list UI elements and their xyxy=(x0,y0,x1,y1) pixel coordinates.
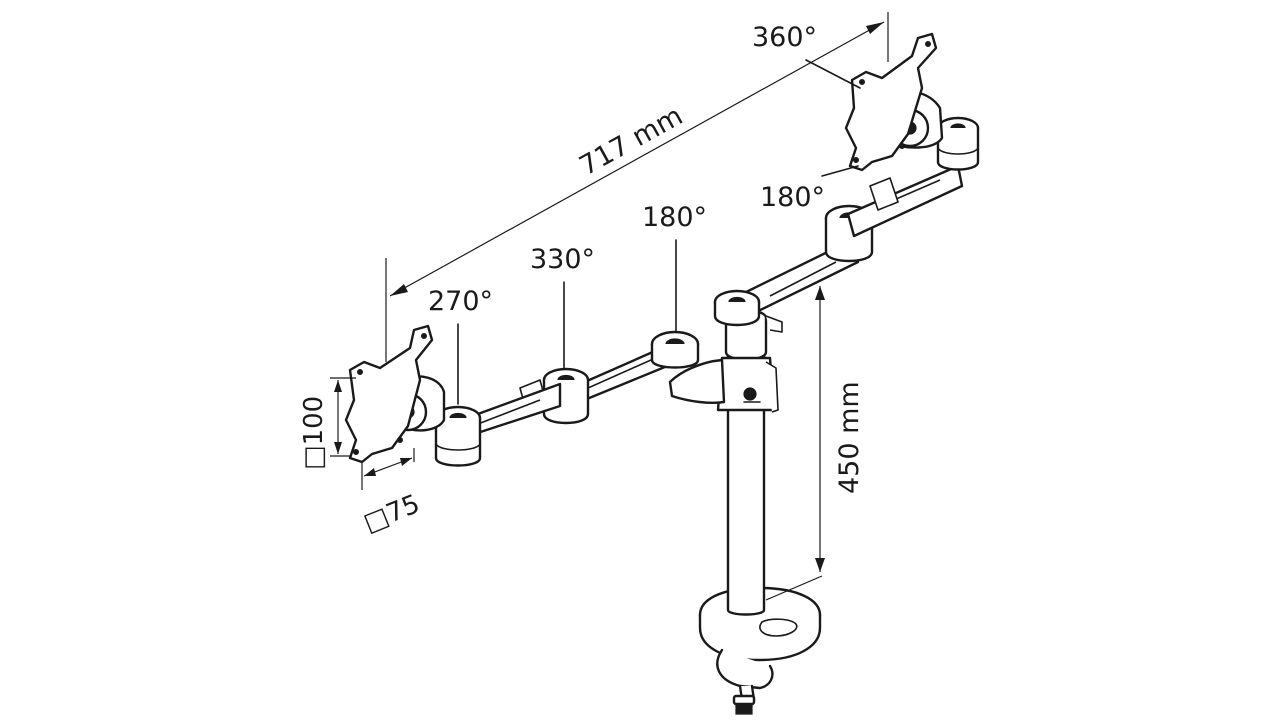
width-dimension-label: 717 mm xyxy=(574,100,688,182)
rotation-label-left-head: 270° xyxy=(428,286,493,317)
rotation-label-right-joint: 180° xyxy=(760,182,825,213)
left-vesa-plate xyxy=(344,324,434,464)
vesa-75-dimension xyxy=(361,448,415,490)
vesa-100-dimension xyxy=(330,377,356,457)
left-arm xyxy=(388,330,726,467)
pole xyxy=(724,308,768,616)
rotation-label-right-vesa: 360° xyxy=(752,22,817,53)
rotation-leader-lines xyxy=(457,59,861,405)
rotation-label-center-joint: 180° xyxy=(642,202,707,233)
width-dimension xyxy=(385,12,889,362)
height-dimension xyxy=(765,286,825,601)
pole-collar xyxy=(716,356,779,413)
right-vesa-plate xyxy=(844,32,938,172)
vesa-75-label: □75 xyxy=(359,489,424,538)
vesa-100-label: □100 xyxy=(299,396,329,470)
height-dimension-label: 450 mm xyxy=(834,381,865,494)
rotation-label-left-elbow: 330° xyxy=(530,244,595,275)
